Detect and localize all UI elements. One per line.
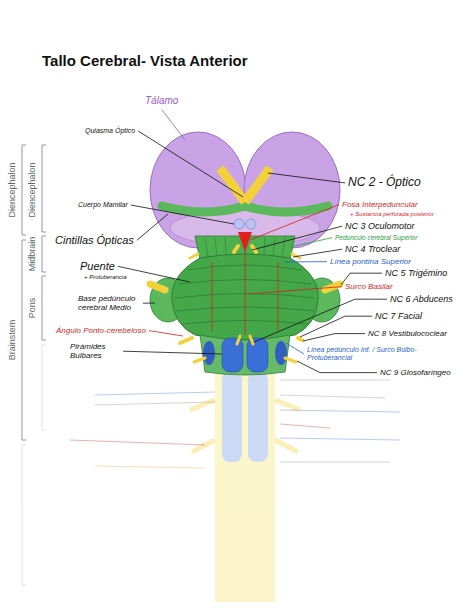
leader-line [268,173,345,183]
structure-label: Fosa Interpeduncular [342,200,418,209]
structure-label: Tálamo [145,95,178,107]
title: Tallo Cerebral- Vista Anterior [42,52,248,69]
region-label: Pons [27,298,37,319]
nerve-label: NC 9 Glosofaríngeo [380,368,451,377]
leader-line [297,361,377,373]
faded-spinal-cord [190,372,300,602]
structure-label: Cuerpo Mamilar [78,201,128,209]
region-label: Brainstem [7,320,17,361]
nerve-label: NC 2 - Óptico [348,176,421,190]
leader-line [252,226,342,250]
nerve-label: NC 7 Facial [375,311,422,321]
nerve-label: NC 5 Trigémino [385,268,447,278]
leader-line [138,131,243,197]
leader-line [149,331,183,336]
structure-label: Puente [80,260,115,273]
note-label: + Sustancia perforada posterior [350,211,434,218]
faded-bracket [22,345,46,585]
leader-line [293,249,342,257]
region-label: Midbrain [27,237,37,272]
pyramid [222,338,243,372]
pyramid [247,338,268,372]
nerve-label: NC 6 Abducens [390,294,453,304]
structure-label: Ángulo Ponto-cerebeloso [56,326,146,335]
olive [203,341,215,365]
structure-label: Surco Basilar [345,282,393,291]
faded-leader [70,380,400,468]
leader-line [285,261,327,262]
leader-line [137,214,168,240]
structure-label: Línea pontina Superior [330,257,411,266]
mammillary-body [246,219,256,229]
structure-label: Pedúnculo cerebral Superior [335,234,417,241]
leader-line [250,205,339,240]
leader-line [290,238,332,247]
note-label: + Protuberancia [84,274,127,281]
leader-line [162,110,185,141]
leader-line [143,303,155,304]
leader-line [254,299,387,342]
olive [275,341,287,365]
region-bracket [22,145,46,440]
structure-label: Base pedúnculo cerebral Medio [78,294,140,312]
medulla [200,335,290,375]
optic-nerve [245,168,270,202]
nerve-label: NC 4 Troclear [345,244,400,254]
optic-tract [245,206,328,212]
leader-line [131,205,234,224]
cranial-nerve [150,246,340,362]
leader-line [118,266,190,282]
region-label: Diencephalon [7,162,17,217]
structure-label: Cintillas Ópticas [55,234,134,247]
leader-line [303,334,365,341]
optic-tract [162,206,245,212]
leader-line [248,287,342,294]
region-label: Diencephalon [27,162,37,217]
structure-label: Quiasma Óptico [85,127,135,135]
mammillary-body [234,219,244,229]
nerve-label: NC 8 Vestibulococlear [368,329,447,338]
nerve-label: NC 3 Oculomotor [345,221,415,231]
structure-label: Pirámides Bulbares [70,342,120,360]
interpeduncular-fossa [238,232,252,252]
leader-line [123,351,222,354]
leader-line [286,343,304,354]
structure-label: Línea pedúnculo Inf. / Surco Bulbo-Protu… [307,346,457,362]
